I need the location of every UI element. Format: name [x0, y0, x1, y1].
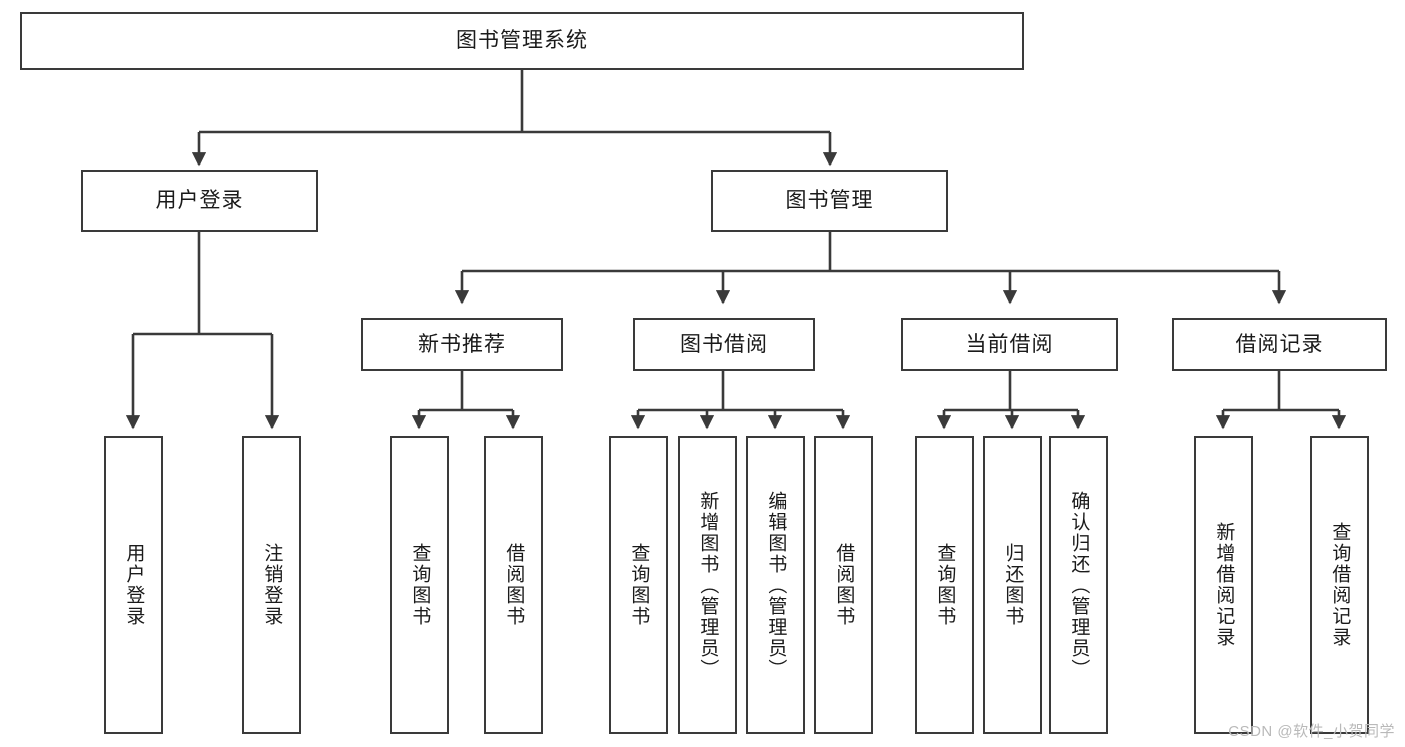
leaf-current-borrow-confirm-return[interactable]: 确认归还（管理员） [1049, 436, 1108, 734]
node-borrow-record[interactable]: 借阅记录 [1172, 318, 1387, 371]
leaf-borrow-record-add[interactable]: 新增借阅记录 [1194, 436, 1253, 734]
leaf-user-login-login[interactable]: 用户登录 [104, 436, 163, 734]
leaf-label: 借阅图书 [833, 543, 855, 627]
leaf-current-borrow-query[interactable]: 查询图书 [915, 436, 974, 734]
node-user-login-label: 用户登录 [155, 189, 244, 213]
leaf-label: 查询图书 [934, 543, 956, 627]
leaf-book-borrow-edit[interactable]: 编辑图书（管理员） [746, 436, 805, 734]
leaf-label: 归还图书 [1002, 543, 1024, 627]
leaf-book-borrow-add[interactable]: 新增图书（管理员） [678, 436, 737, 734]
leaf-book-borrow-query[interactable]: 查询图书 [609, 436, 668, 734]
leaf-label: 用户登录 [123, 543, 145, 627]
leaf-label: 查询图书 [628, 543, 650, 627]
leaf-current-borrow-return[interactable]: 归还图书 [983, 436, 1042, 734]
node-new-book-recommend[interactable]: 新书推荐 [361, 318, 563, 371]
leaf-label: 确认归还（管理员） [1068, 490, 1090, 680]
node-book-borrow[interactable]: 图书借阅 [633, 318, 815, 371]
node-current-borrow-label: 当前借阅 [965, 332, 1054, 356]
leaf-book-borrow-borrow[interactable]: 借阅图书 [814, 436, 873, 734]
node-current-borrow[interactable]: 当前借阅 [901, 318, 1118, 371]
node-book-borrow-label: 图书借阅 [680, 332, 768, 356]
leaf-label: 查询图书 [409, 543, 431, 627]
node-root-label: 图书管理系统 [456, 29, 588, 53]
leaf-label: 查询借阅记录 [1329, 522, 1351, 648]
node-borrow-record-label: 借阅记录 [1235, 332, 1324, 356]
node-book-management-label: 图书管理 [785, 189, 874, 213]
node-user-login[interactable]: 用户登录 [81, 170, 318, 232]
leaf-label: 新增图书（管理员） [697, 490, 719, 680]
leaf-label: 借阅图书 [503, 543, 525, 627]
leaf-label: 新增借阅记录 [1213, 522, 1235, 648]
node-new-book-recommend-label: 新书推荐 [418, 332, 506, 356]
leaf-user-login-logout[interactable]: 注销登录 [242, 436, 301, 734]
leaf-label: 注销登录 [261, 543, 283, 627]
leaf-borrow-record-query[interactable]: 查询借阅记录 [1310, 436, 1369, 734]
leaf-new-book-borrow[interactable]: 借阅图书 [484, 436, 543, 734]
node-root[interactable]: 图书管理系统 [20, 12, 1024, 70]
leaf-label: 编辑图书（管理员） [765, 490, 787, 680]
watermark: CSDN @软件_小贺同学 [1228, 723, 1395, 740]
leaf-new-book-query[interactable]: 查询图书 [390, 436, 449, 734]
node-book-management[interactable]: 图书管理 [711, 170, 948, 232]
